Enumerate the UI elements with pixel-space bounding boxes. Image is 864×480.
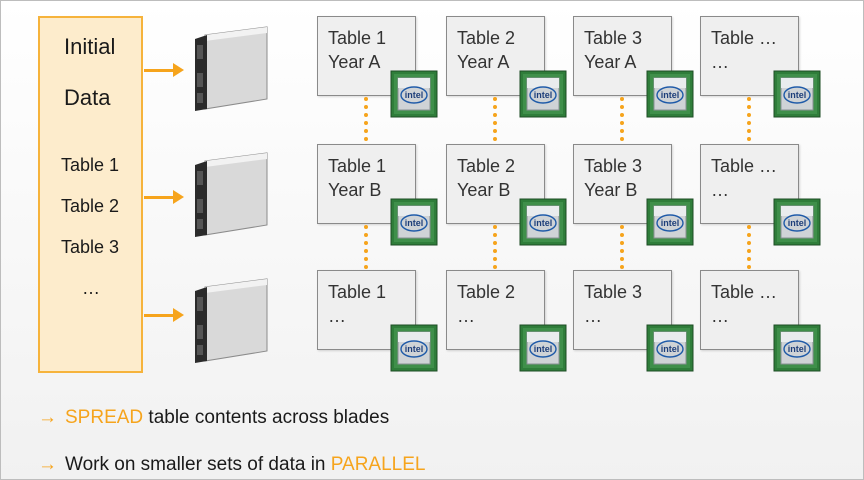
table-box-line1: Table 1 bbox=[328, 156, 387, 176]
table-box: Table 2 … bbox=[446, 270, 545, 350]
initial-data-item: Table 1 bbox=[61, 155, 120, 175]
table-box-line2: Year B bbox=[328, 180, 382, 200]
table-box-line2: Year B bbox=[584, 180, 638, 200]
dotted-connector bbox=[364, 97, 368, 141]
intel-chip-icon: intel bbox=[773, 198, 821, 246]
intel-chip-icon: intel bbox=[519, 324, 567, 372]
intel-chip-icon: intel bbox=[390, 198, 438, 246]
arrow-row-2 bbox=[144, 196, 174, 199]
table-box-line1: Table 3 bbox=[584, 156, 643, 176]
intel-chip-icon: intel bbox=[519, 198, 567, 246]
dotted-connector bbox=[747, 97, 751, 141]
intel-chip-label: intel bbox=[405, 344, 424, 354]
initial-data-title-line1: Initial bbox=[64, 34, 116, 59]
table-box-line2: Year B bbox=[457, 180, 511, 200]
bullet-highlight: SPREAD bbox=[65, 407, 144, 428]
table-box-line1: Table 2 bbox=[457, 28, 516, 48]
blade-server-icon bbox=[195, 278, 268, 363]
table-box-line2: … bbox=[328, 306, 346, 326]
dotted-connector bbox=[364, 225, 368, 269]
intel-chip-label: intel bbox=[661, 218, 680, 228]
bullet-text-post: table contents across blades bbox=[143, 407, 390, 428]
initial-data-item: … bbox=[82, 278, 100, 298]
intel-chip-label: intel bbox=[405, 90, 424, 100]
initial-data-box: Initial Data Table 1 Table 2 Table 3 … bbox=[38, 16, 143, 373]
dotted-connector bbox=[747, 225, 751, 269]
arrow-head-row-2 bbox=[173, 190, 184, 204]
intel-chip-label: intel bbox=[661, 90, 680, 100]
intel-chip-label: intel bbox=[405, 218, 424, 228]
table-box-line2: Year A bbox=[457, 52, 510, 72]
intel-chip-label: intel bbox=[534, 218, 553, 228]
intel-chip-label: intel bbox=[534, 344, 553, 354]
table-box-line2: … bbox=[584, 306, 602, 326]
dotted-connector bbox=[493, 97, 497, 141]
dotted-connector bbox=[620, 97, 624, 141]
dotted-connector bbox=[493, 225, 497, 269]
arrow-head-row-3 bbox=[173, 308, 184, 322]
intel-chip-icon: intel bbox=[773, 70, 821, 118]
intel-chip-icon: intel bbox=[646, 324, 694, 372]
arrow-row-3 bbox=[144, 314, 174, 317]
arrow-head-row-1 bbox=[173, 63, 184, 77]
arrow-row-1 bbox=[144, 69, 174, 72]
table-box: Table 3 Year A bbox=[573, 16, 672, 96]
dotted-connector bbox=[620, 225, 624, 269]
table-box-line2: … bbox=[711, 52, 729, 72]
blade-server-icon bbox=[195, 26, 268, 111]
table-box-line1: Table 1 bbox=[328, 28, 387, 48]
intel-chip-icon: intel bbox=[773, 324, 821, 372]
intel-chip-icon: intel bbox=[519, 70, 567, 118]
table-box-line2: Year A bbox=[328, 52, 381, 72]
table-box-line2: … bbox=[457, 306, 475, 326]
bullet-text-pre: Work on smaller sets of data in bbox=[65, 454, 331, 475]
intel-chip-label: intel bbox=[788, 90, 807, 100]
initial-data-title-line2: Data bbox=[64, 85, 111, 110]
intel-chip-label: intel bbox=[534, 90, 553, 100]
bullet-spread: → SPREAD table contents across blades bbox=[38, 406, 389, 430]
table-box-line1: Table … bbox=[711, 156, 778, 176]
blade-server-icon bbox=[195, 152, 268, 237]
intel-chip-label: intel bbox=[661, 344, 680, 354]
table-box-line1: Table … bbox=[711, 28, 778, 48]
table-box-line2: … bbox=[711, 306, 729, 326]
initial-data-item: Table 3 bbox=[61, 237, 120, 257]
table-box-line1: Table 2 bbox=[457, 156, 516, 176]
bullet-parallel: → Work on smaller sets of data in PARALLE… bbox=[38, 453, 425, 477]
table-box-line1: Table 2 bbox=[457, 282, 516, 302]
initial-data-item: Table 2 bbox=[61, 196, 120, 216]
arrow-right-icon: → bbox=[38, 454, 57, 475]
table-box-line1: Table 1 bbox=[328, 282, 387, 302]
table-box-line2: Year A bbox=[584, 52, 637, 72]
table-box: Table 1 … bbox=[317, 270, 416, 350]
intel-chip-icon: intel bbox=[646, 198, 694, 246]
table-box-line1: Table 3 bbox=[584, 282, 643, 302]
intel-chip-icon: intel bbox=[646, 70, 694, 118]
table-box-line2: … bbox=[711, 180, 729, 200]
intel-chip-icon: intel bbox=[390, 70, 438, 118]
intel-chip-label: intel bbox=[788, 344, 807, 354]
table-box-line1: Table 3 bbox=[584, 28, 643, 48]
intel-chip-icon: intel bbox=[390, 324, 438, 372]
arrow-right-icon: → bbox=[38, 407, 57, 428]
table-box-line1: Table … bbox=[711, 282, 778, 302]
bullet-highlight: PARALLEL bbox=[330, 454, 426, 475]
intel-chip-label: intel bbox=[788, 218, 807, 228]
